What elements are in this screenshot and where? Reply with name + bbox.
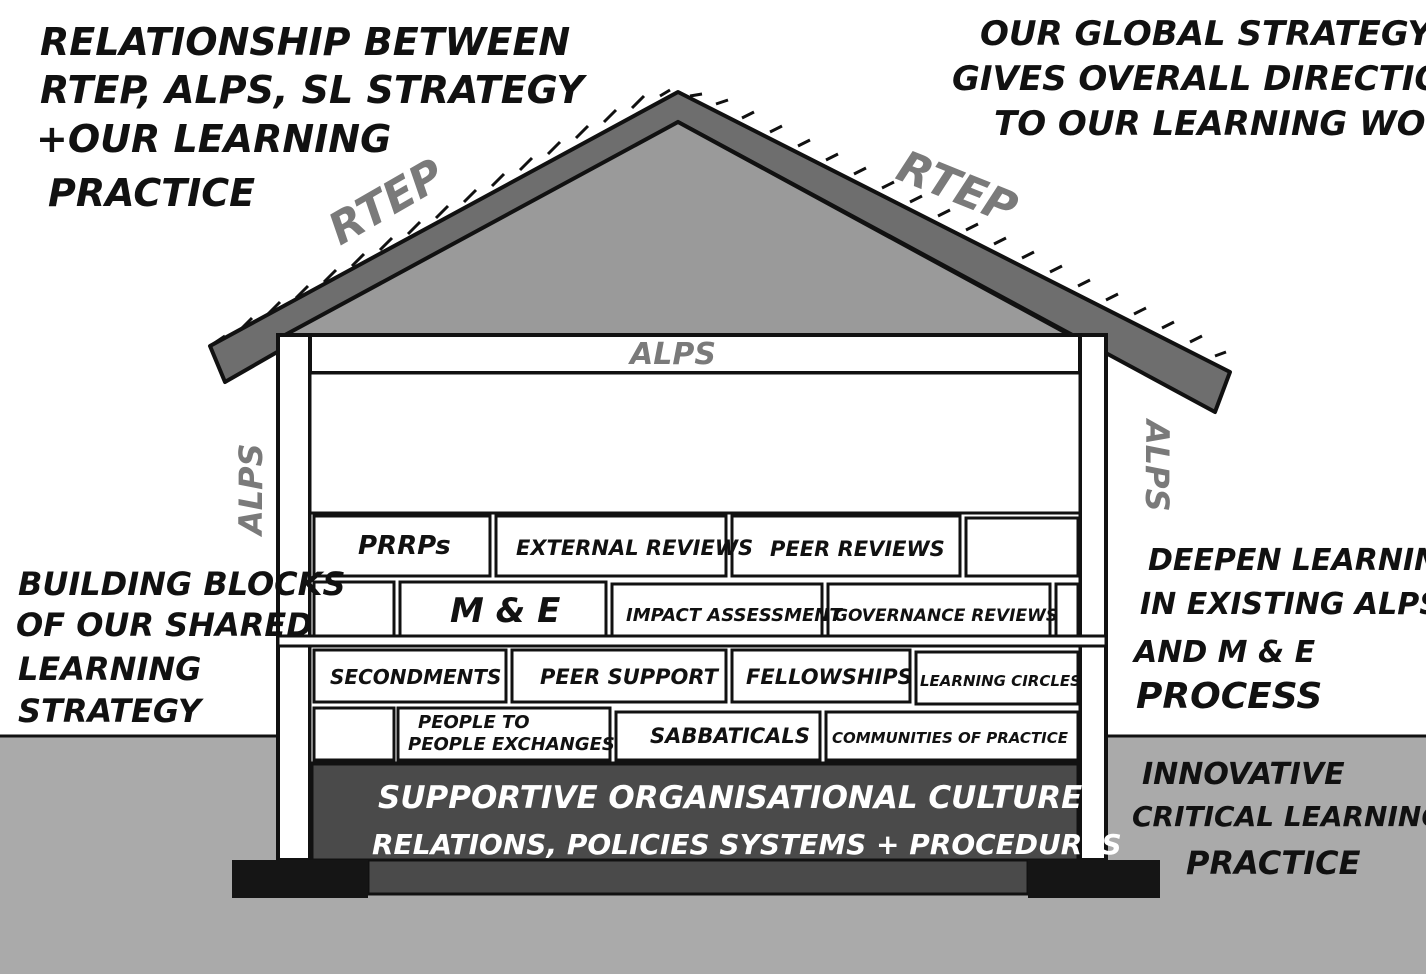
block-m-and-e: M & E xyxy=(450,591,560,631)
annotation-right-middle-line-4: PROCESS xyxy=(1136,676,1322,717)
blocks-row-4 xyxy=(312,706,1080,762)
annotation-right-middle: DEEPEN LEARNING IN EXISTING ALPS AND M &… xyxy=(1132,543,1426,717)
annotation-top-right-line-1: OUR GLOBAL STRATEGY xyxy=(980,14,1426,54)
annotation-left-line-1: BUILDING BLOCKS xyxy=(18,565,346,603)
annotation-top-right-line-3: TO OUR LEARNING WORK xyxy=(994,104,1426,144)
annotation-top-right: OUR GLOBAL STRATEGY GIVES OVERALL DIRECT… xyxy=(952,14,1426,144)
interior-wall xyxy=(308,371,1082,515)
wall-label-right: ALPS xyxy=(1138,417,1176,512)
blocks-row-1 xyxy=(312,514,1080,578)
foundation xyxy=(310,762,1080,862)
gable xyxy=(284,119,1071,337)
annotation-left-line-3: LEARNING xyxy=(18,650,201,688)
annotation-left: BUILDING BLOCKS OF OUR SHARED LEARNING S… xyxy=(16,565,346,730)
annotation-left-line-2: OF OUR SHARED xyxy=(16,606,313,644)
block-peer-reviews: PEER REVIEWS xyxy=(770,537,945,561)
block-governance-reviews: GOVERNANCE REVIEWS xyxy=(834,606,1058,626)
horizontal-tie xyxy=(276,634,1108,648)
annotation-top-right-line-2: GIVES OVERALL DIRECTION xyxy=(952,59,1426,99)
annotation-top-left-line-3: +OUR LEARNING xyxy=(36,117,391,161)
foundation-base xyxy=(366,858,1030,896)
annotation-right-bottom: INNOVATIVE CRITICAL LEARNING PRACTICE xyxy=(1132,757,1426,882)
right-post xyxy=(1078,333,1108,862)
blocks-row-3 xyxy=(312,648,1080,706)
annotation-right-middle-line-1: DEEPEN LEARNING xyxy=(1148,543,1426,578)
annotation-top-left-line-4: PRACTICE xyxy=(48,171,255,215)
block-prrps: PRRPs xyxy=(358,531,451,561)
annotation-right-bottom-line-1: INNOVATIVE xyxy=(1142,757,1345,792)
annotation-top-left-line-1: RELATIONSHIP BETWEEN xyxy=(40,20,570,64)
footing-right xyxy=(1028,860,1160,898)
block-learning-circles: LEARNING CIRCLES xyxy=(920,672,1081,690)
foundation-line-1: SUPPORTIVE ORGANISATIONAL CULTURE xyxy=(378,780,1082,816)
block-communities-of-practice: COMMUNITIES OF PRACTICE xyxy=(832,729,1069,747)
annotation-left-line-4: STRATEGY xyxy=(18,692,204,730)
annotation-top-left: RELATIONSHIP BETWEEN RTEP, ALPS, SL STRA… xyxy=(36,20,587,215)
footing-left xyxy=(232,860,368,898)
block-fellowships: FELLOWSHIPS xyxy=(746,665,913,689)
block-secondments: SECONDMENTS xyxy=(330,665,501,689)
wall-label-left: ALPS xyxy=(232,443,270,538)
block-people-exchanges: PEOPLE EXCHANGES xyxy=(408,734,615,755)
block-sabbaticals: SABBATICALS xyxy=(650,724,810,748)
annotation-right-bottom-line-2: CRITICAL LEARNING xyxy=(1132,800,1426,833)
block-people-to: PEOPLE TO xyxy=(418,712,530,733)
roof-shingles xyxy=(209,88,1227,358)
block-peer-support: PEER SUPPORT xyxy=(540,665,720,689)
beam-label: ALPS xyxy=(628,337,716,372)
annotation-right-middle-line-3: AND M & E xyxy=(1132,635,1316,670)
block-impact-assessment: IMPACT ASSESSMENT xyxy=(626,605,843,626)
annotation-right-bottom-line-3: PRACTICE xyxy=(1186,844,1361,882)
block-external-reviews: EXTERNAL REVIEWS xyxy=(516,536,753,560)
annotation-top-left-line-2: RTEP, ALPS, SL STRATEGY xyxy=(40,68,587,112)
annotation-right-middle-line-2: IN EXISTING ALPS xyxy=(1140,587,1426,622)
foundation-line-2: RELATIONS, POLICIES SYSTEMS + PROCEDURES xyxy=(372,828,1122,861)
